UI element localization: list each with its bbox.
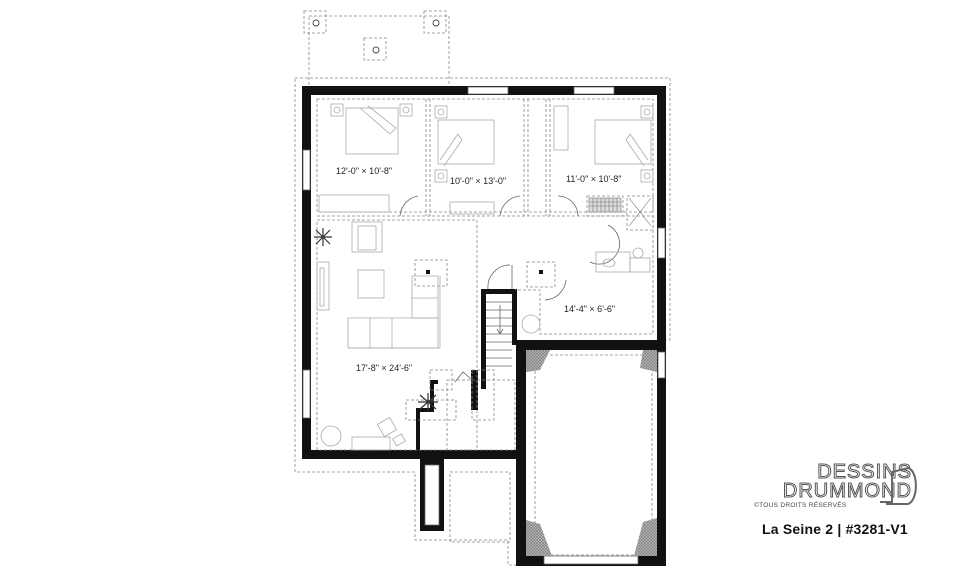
title-separator: | xyxy=(833,521,846,537)
plan-name: La Seine 2 xyxy=(762,521,834,537)
room-dimension: 10'-0" × 13'-0" xyxy=(450,176,506,186)
room-dimension: 14'-4" × 6'-6" xyxy=(564,304,615,314)
furniture xyxy=(316,103,654,451)
room-dimension: 11'-0" × 10'-8" xyxy=(566,174,621,184)
brand-logo: DESSINS DRUMMOND ©TOUS DROITS RÉSERVÉS xyxy=(752,461,912,510)
plant-icon xyxy=(314,228,438,411)
brand-d-icon xyxy=(880,466,917,505)
brand-line1: DESSINS xyxy=(817,461,912,483)
deck-posts xyxy=(303,10,450,89)
plan-title: La Seine 2 | #3281-V1 xyxy=(762,521,908,537)
plan-number: #3281-V1 xyxy=(845,521,908,537)
brand-line2: DRUMMOND xyxy=(782,480,912,502)
room-dimension: 17'-8" × 24'-6" xyxy=(356,363,412,373)
copyright-notice: ©TOUS DROITS RÉSERVÉS xyxy=(754,502,847,509)
room-dimension: 12'-0" × 10'-8" xyxy=(336,166,392,176)
walls xyxy=(302,86,666,566)
